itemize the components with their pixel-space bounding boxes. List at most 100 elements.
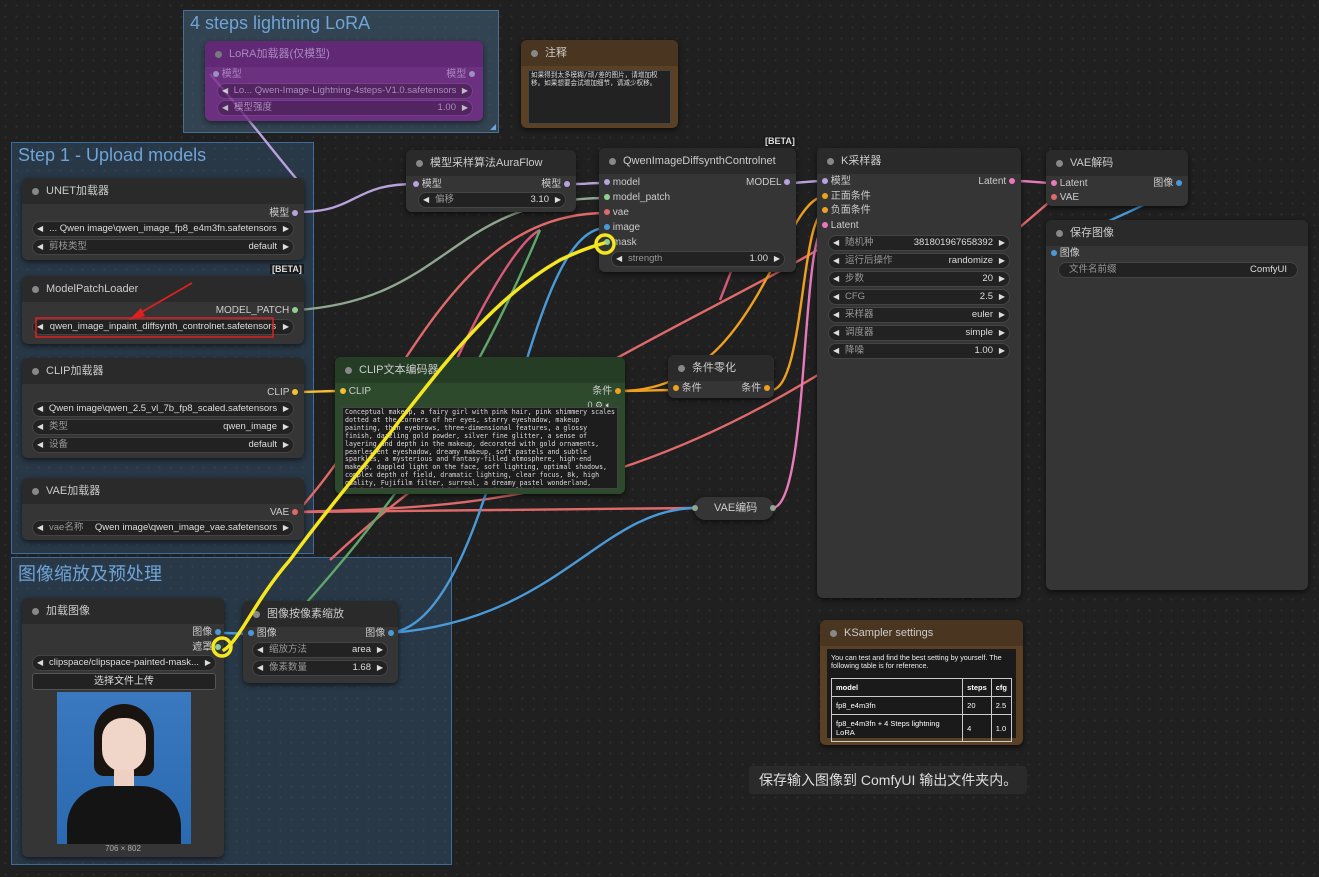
input-model[interactable]: 模型 [822, 175, 851, 189]
beta-badge: [BETA] [270, 264, 304, 274]
node-title: QwenImageDiffsynthControlnet [623, 155, 776, 167]
output-image[interactable]: 图像 [192, 626, 221, 640]
output-vae[interactable]: VAE [270, 506, 298, 520]
collapsed-input[interactable] [692, 505, 698, 511]
collapse-dot[interactable] [32, 285, 39, 293]
lora-loader-node[interactable]: LoRA加载器(仅模型) 模型 模型 ◀Lo... Qwen-Image-Lig… [205, 41, 483, 121]
collapse-dot[interactable] [253, 610, 260, 618]
input-negative[interactable]: 负面条件 [822, 204, 871, 218]
input-model-patch[interactable]: model_patch [604, 191, 670, 205]
input-mask[interactable]: mask [604, 236, 637, 250]
collapse-dot[interactable] [215, 50, 222, 58]
prompt-textarea[interactable]: Conceptual makeup, a fairy girl with pin… [342, 407, 618, 489]
vae-decode-node[interactable]: VAE解码 Latent VAE 图像 [1046, 150, 1188, 206]
patch-name-select[interactable]: ◀qwen_image_inpaint_diffsynth_controlnet… [32, 319, 294, 335]
lora-name-select[interactable]: ◀Lo... Qwen-Image-Lightning-4steps-V1.0.… [217, 83, 473, 99]
clip-loader-node[interactable]: CLIP加载器 CLIP ◀Qwen image\qwen_2.5_vl_7b_… [22, 358, 304, 458]
vae-encode-node[interactable]: VAE编码 [692, 497, 776, 520]
output-model-patch[interactable]: MODEL_PATCH [216, 304, 298, 318]
output-conditioning[interactable]: 条件 [592, 385, 621, 399]
collapse-dot[interactable] [531, 49, 538, 57]
clip-text-encode-node[interactable]: CLIP文本编码器 CLIP 条件 0 ⚙ 🔈︎ Conceptual make… [335, 357, 625, 494]
note-textarea[interactable]: 如果得到太多模糊/顽/差的图片，请增加权移。如果想要会试增加细节，请减少权移。 [528, 70, 671, 124]
output-image[interactable]: 图像 [1153, 177, 1182, 191]
note-node[interactable]: 注释 如果得到太多模糊/顽/差的图片，请增加权移。如果想要会试增加细节，请减少权… [521, 40, 678, 128]
node-title: CLIP加载器 [46, 365, 104, 377]
input-latent[interactable]: Latent [1051, 177, 1088, 191]
collapsed-output[interactable] [770, 505, 776, 511]
output-model[interactable]: 模型 [269, 207, 298, 221]
collapse-dot[interactable] [32, 187, 39, 195]
input-image[interactable]: image [604, 221, 640, 235]
collapse-dot[interactable] [830, 629, 837, 637]
load-image-node[interactable]: 加载图像 图像 遮罩 ◀clipspace/clipspace-painted-… [22, 598, 224, 857]
collapse-dot[interactable] [32, 607, 39, 615]
collapse-dot[interactable] [1056, 159, 1063, 167]
output-latent[interactable]: Latent [978, 175, 1015, 189]
input-vae[interactable]: VAE [1051, 191, 1079, 205]
input-latent[interactable]: Latent [822, 219, 859, 233]
node-title: 条件零化 [692, 362, 736, 374]
output-model[interactable]: 模型 [446, 68, 475, 82]
input-images[interactable]: 图像 [1051, 247, 1080, 261]
collapse-dot[interactable] [609, 157, 616, 165]
collapse-dot[interactable] [345, 366, 352, 374]
collapse-dot[interactable] [32, 487, 39, 495]
input-vae[interactable]: vae [604, 206, 629, 220]
image-file-select[interactable]: ◀clipspace/clipspace-painted-mask...▶ [32, 655, 216, 671]
ksampler-settings-note[interactable]: KSampler settings You can test and find … [820, 620, 1023, 745]
clip-name-select[interactable]: ◀Qwen image\qwen_2.5_vl_7b_fp8_scaled.sa… [32, 401, 294, 417]
input-image[interactable]: 图像 [248, 627, 277, 641]
collapse-dot[interactable] [416, 159, 423, 167]
output-model[interactable]: 模型 [541, 178, 570, 192]
output-conditioning[interactable]: 条件 [741, 382, 770, 396]
input-clip[interactable]: CLIP [340, 385, 371, 399]
note-body: You can test and find the best setting b… [827, 649, 1016, 742]
input-positive[interactable]: 正面条件 [822, 190, 871, 204]
output-image[interactable]: 图像 [365, 627, 394, 641]
input-conditioning[interactable]: 条件 [673, 382, 702, 396]
node-title: 图像按像素缩放 [267, 608, 344, 620]
resize-handle[interactable] [490, 124, 496, 130]
collapse-dot[interactable] [827, 157, 834, 165]
output-model[interactable]: MODEL [746, 176, 790, 190]
collapse-dot[interactable] [1056, 229, 1063, 237]
input-model[interactable]: 模型 [413, 178, 442, 192]
output-mask[interactable]: 遮罩 [192, 641, 221, 655]
model-patch-loader-node[interactable]: ModelPatchLoader MODEL_PATCH ◀qwen_image… [22, 276, 304, 344]
controlnet-node[interactable]: QwenImageDiffsynthControlnet model model… [599, 148, 796, 272]
upload-button[interactable]: 选择文件上传 [32, 673, 216, 690]
input-model[interactable]: model [604, 176, 640, 190]
unet-loader-node[interactable]: UNET加载器 模型 ◀... Qwen image\qwen_image_fp… [22, 178, 304, 260]
output-clip[interactable]: CLIP [267, 386, 298, 400]
conditioning-zero-out-node[interactable]: 条件零化 条件 条件 [668, 355, 774, 398]
input-model[interactable]: 模型 [213, 68, 242, 82]
node-title: VAE编码 [714, 502, 758, 514]
collapse-dot[interactable] [32, 367, 39, 375]
collapse-dot[interactable] [678, 364, 685, 372]
unet-name-select[interactable]: ◀... Qwen image\qwen_image_fp8_e4m3fn.sa… [32, 221, 294, 237]
